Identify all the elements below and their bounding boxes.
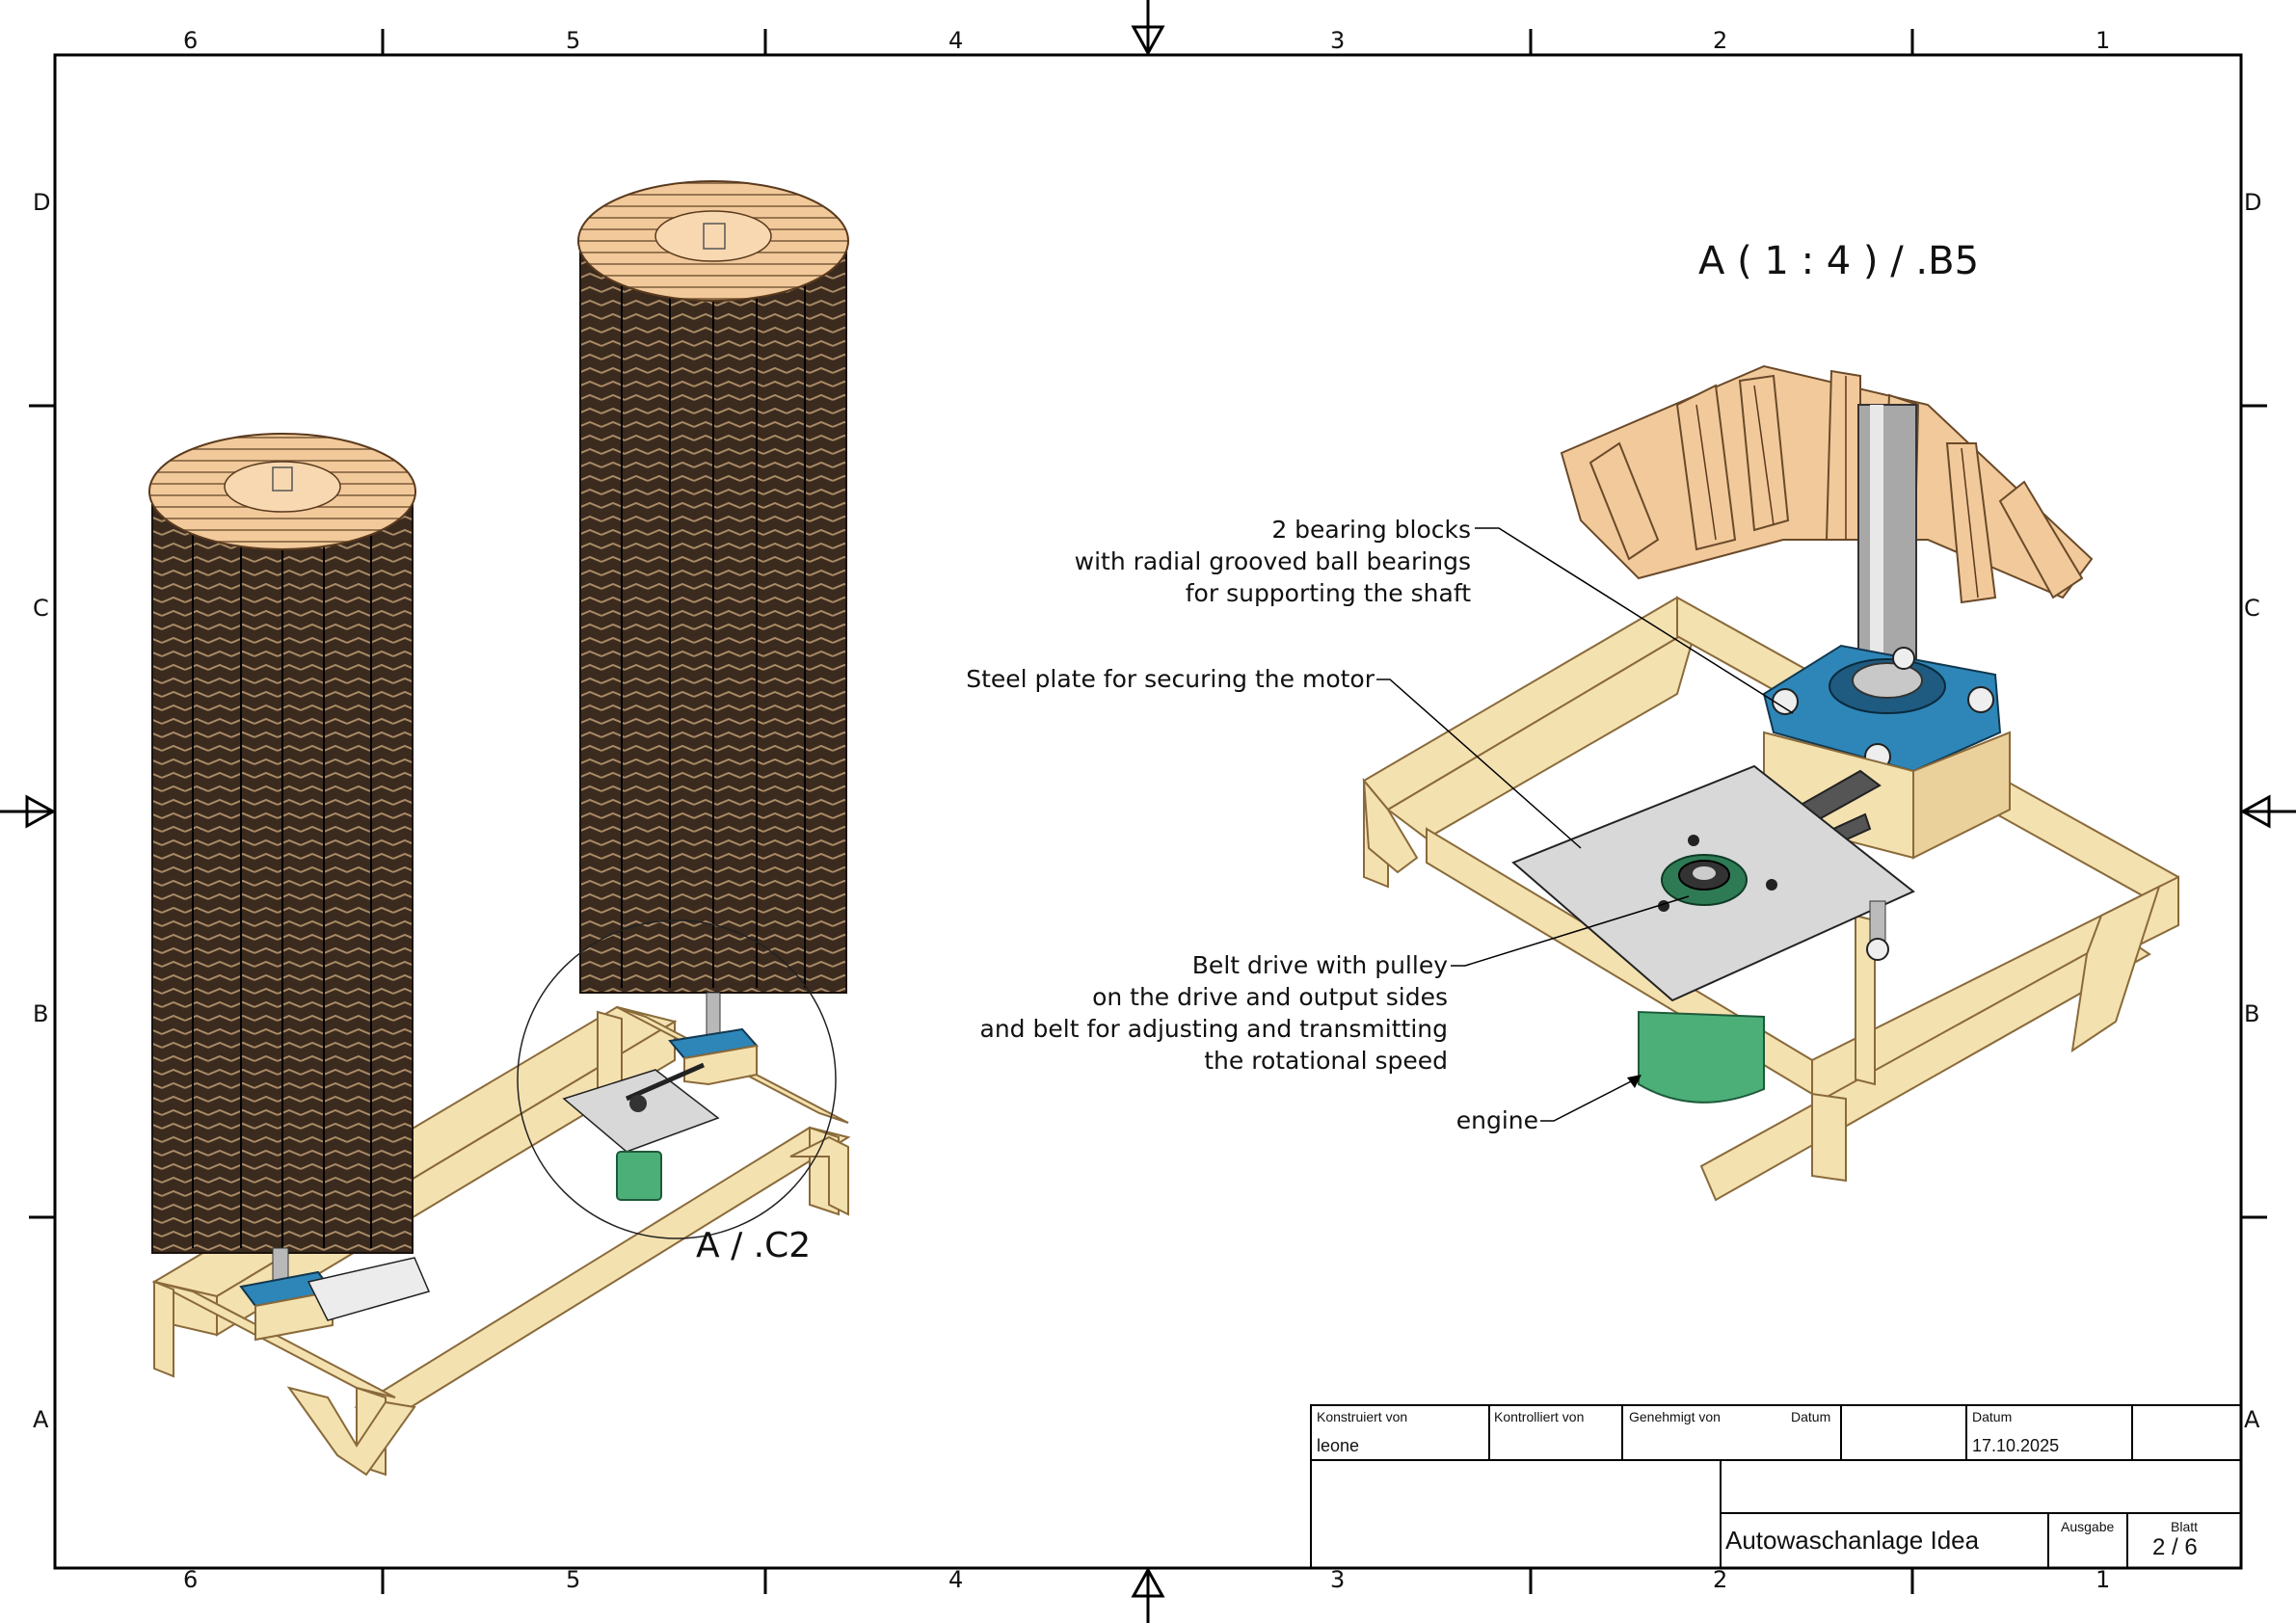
title-block-drawing-title: Autowaschanlage Idea [1725,1526,1980,1555]
callout-belt-drive: Belt drive with pulley on the drive and … [980,949,1448,1077]
callout-bearing-blocks: 2 bearing blocks with radial grooved bal… [1075,514,1471,609]
callout-belt-line-2: on the drive and output sides [1092,983,1448,1011]
zone-top-5: 5 [566,27,581,54]
detail-circle-marker [517,919,837,1239]
callout-bearing-line-2: with radial grooved ball bearings [1074,547,1471,575]
title-block-datum-label-2: Datum [1972,1409,2013,1424]
detail-view-title: A ( 1 : 4 ) / .B5 [1698,239,1980,283]
zone-bottom-6: 6 [183,1566,199,1593]
zone-bottom-5: 5 [566,1566,581,1593]
zone-right-b: B [2244,1000,2260,1027]
zone-bottom-1: 1 [2096,1566,2111,1593]
zone-top-1: 1 [2096,27,2111,54]
zone-right-d: D [2244,189,2262,216]
zone-bottom-4: 4 [948,1566,964,1593]
callout-belt-line-4: the rotational speed [1204,1047,1448,1075]
zone-top-2: 2 [1713,27,1728,54]
zone-left-d: D [33,189,51,216]
title-block-blatt-value: 2 / 6 [2152,1534,2198,1560]
callout-bearing-line-3: for supporting the shaft [1185,579,1471,607]
detail-view-a [1362,364,2179,1202]
zone-left-c: C [33,595,49,622]
zone-left-b: B [33,1000,49,1027]
callout-belt-line-1: Belt drive with pulley [1191,951,1448,979]
detail-reference-label: A / .C2 [696,1226,812,1265]
zone-top-6: 6 [183,27,199,54]
zone-ticks [29,29,2267,1594]
zone-right-c: C [2244,595,2260,622]
zone-bottom-2: 2 [1713,1566,1728,1593]
engine-arrowhead [1627,1075,1642,1088]
zone-bottom-3: 3 [1330,1566,1346,1593]
zone-top-4: 4 [948,27,964,54]
callout-belt-line-3: and belt for adjusting and transmitting [979,1015,1448,1043]
title-block-kontrolliert-label: Kontrolliert von [1494,1409,1585,1424]
title-block-ausgabe-label: Ausgabe [2061,1519,2115,1534]
zone-top-3: 3 [1330,27,1346,54]
title-block-genehmigt-label: Genehmigt von [1629,1409,1721,1424]
title-block-konstruiert-label: Konstruiert von [1317,1409,1408,1424]
title-block-frame [1310,1404,2242,1569]
zone-right-a: A [2244,1406,2260,1433]
leader-lines [1376,527,1794,1122]
title-block-datum-value: 17.10.2025 [1972,1436,2060,1455]
callout-bearing-line-1: 2 bearing blocks [1271,516,1471,544]
callout-engine: engine [1455,1106,1538,1134]
title-block-konstruiert-value: leone [1317,1436,1360,1455]
zone-left-a: A [33,1406,49,1433]
callout-steel-plate: Steel plate for securing the motor [966,665,1375,693]
title-block-datum-label-1: Datum [1791,1409,1831,1424]
title-block-blatt-label: Blatt [2171,1519,2199,1534]
assembly-isometric-view [148,180,851,1477]
